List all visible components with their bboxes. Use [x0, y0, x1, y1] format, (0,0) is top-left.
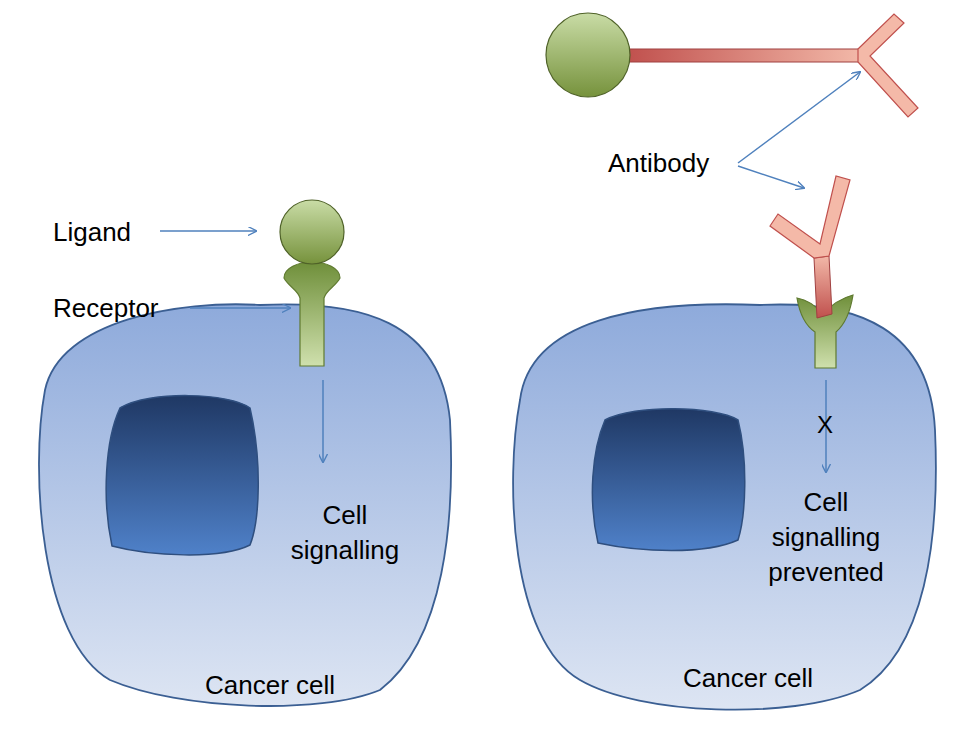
leader-arrow — [738, 72, 860, 163]
cell-membrane — [513, 304, 936, 709]
callout-label: Antibody — [608, 147, 709, 179]
cell-outline — [30, 295, 455, 710]
cell-name: Cancer cell — [648, 661, 848, 696]
callout-label: X — [817, 409, 833, 441]
cell-membrane — [39, 304, 451, 706]
ligand-symbol — [546, 13, 630, 97]
process-text: Cell signalling prevented — [756, 485, 896, 590]
antibody-arms — [858, 14, 918, 117]
callout-label: Ligand — [53, 216, 131, 248]
antibody-arms — [770, 176, 850, 258]
leader-arrow — [738, 166, 804, 188]
antibody-symbol — [546, 13, 918, 117]
leader-arrow — [160, 230, 256, 232]
cell-name: Cancer cell — [170, 668, 370, 703]
cell-outline — [505, 295, 940, 715]
cell-shape: Cell signallingCancer cell — [30, 295, 455, 710]
antibody-stem — [626, 49, 860, 62]
callout-label: Receptor — [53, 292, 159, 324]
cell-shape: Cell signalling preventedCancer cell — [505, 295, 940, 715]
antibody-symbol — [770, 176, 850, 318]
process-text: Cell signalling — [280, 498, 410, 568]
ligand-symbol — [280, 200, 344, 264]
